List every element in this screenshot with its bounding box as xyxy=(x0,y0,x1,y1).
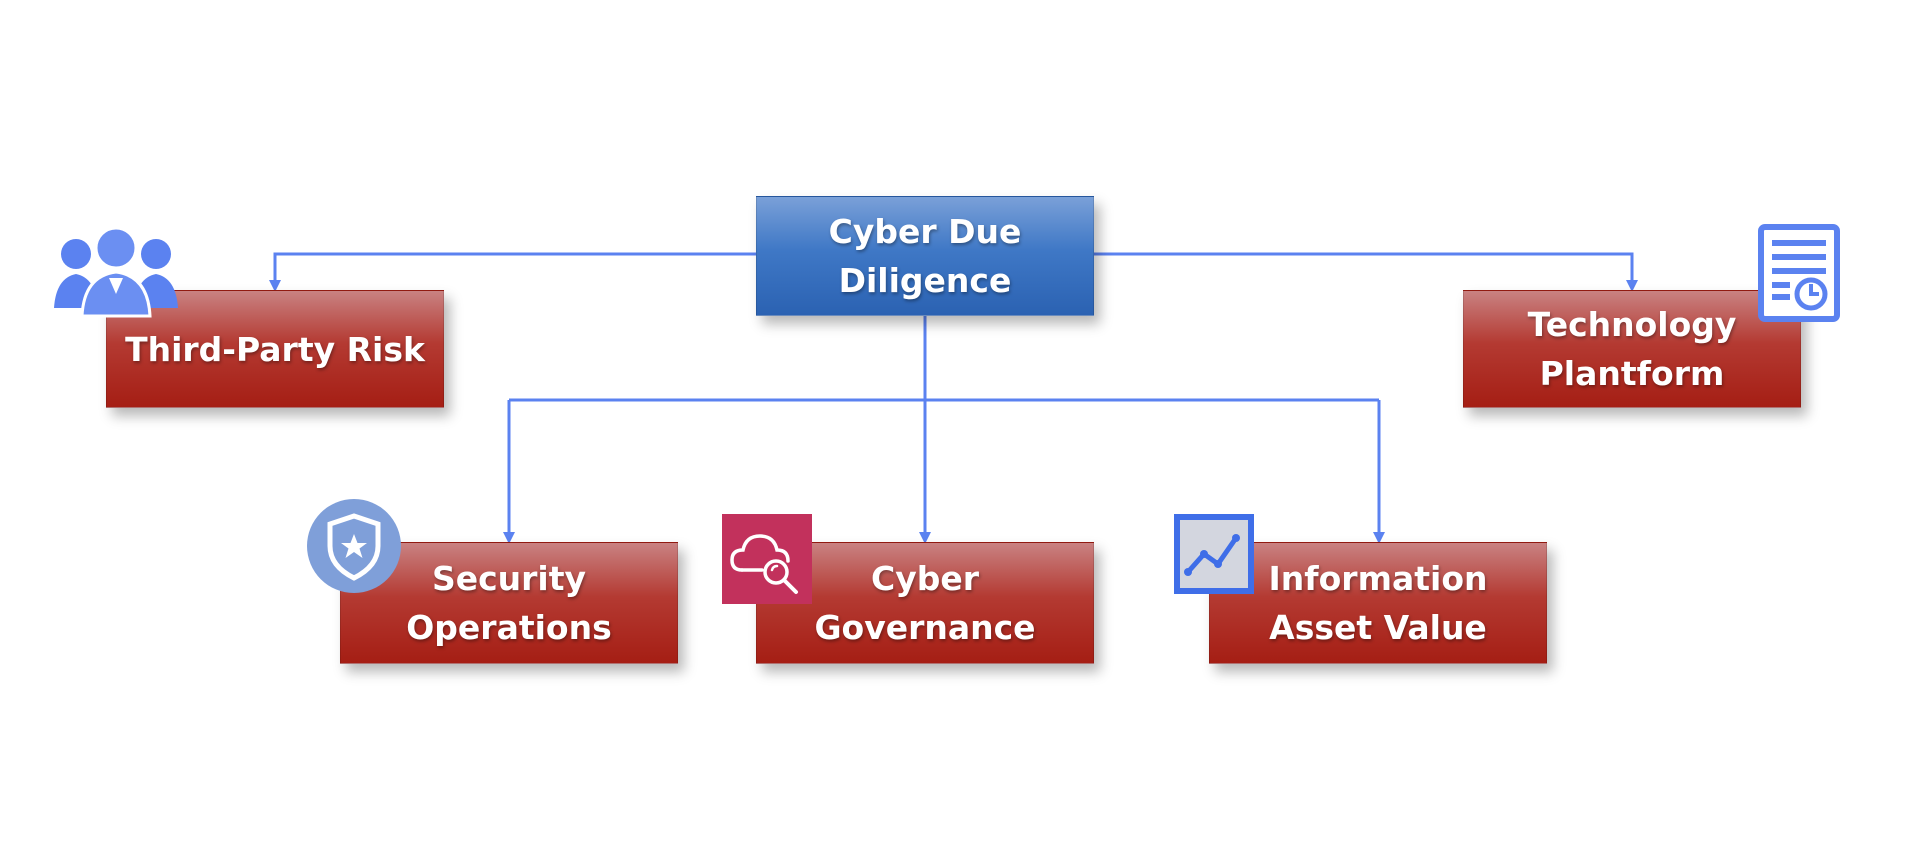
node-security-operations-line1: Security xyxy=(431,559,587,598)
node-cyber-governance: Cyber Governance xyxy=(756,542,1094,664)
people-group-icon xyxy=(52,222,182,318)
node-information-asset-value: Information Asset Value xyxy=(1209,542,1547,664)
node-security-operations-line2: Operations xyxy=(406,608,612,647)
shield-star-icon xyxy=(306,498,402,594)
line-chart-icon xyxy=(1174,514,1254,594)
node-third-party-risk: Third-Party Risk xyxy=(106,290,444,408)
connector-root-to-technology-platform xyxy=(1094,252,1638,292)
node-technology-platform: Technology Plantform xyxy=(1463,290,1801,408)
node-technology-platform-line1: Technology xyxy=(1527,305,1737,344)
cloud-search-icon xyxy=(722,514,812,604)
node-cyber-governance-line1: Cyber xyxy=(870,559,979,598)
node-cyber-due-diligence: Cyber Due Diligence xyxy=(756,196,1094,316)
node-cyber-governance-line2: Governance xyxy=(814,608,1036,647)
report-chart-icon xyxy=(1758,224,1840,322)
node-information-asset-value-line1: Information xyxy=(1268,559,1488,598)
node-third-party-risk-label: Third-Party Risk xyxy=(125,329,425,369)
node-cyber-due-diligence-line2: Diligence xyxy=(838,261,1012,300)
node-cyber-due-diligence-line1: Cyber Due xyxy=(828,212,1022,251)
node-information-asset-value-line2: Asset Value xyxy=(1269,608,1487,647)
connector-root-to-third-party-risk xyxy=(269,252,756,292)
node-technology-platform-line2: Plantform xyxy=(1539,354,1725,393)
